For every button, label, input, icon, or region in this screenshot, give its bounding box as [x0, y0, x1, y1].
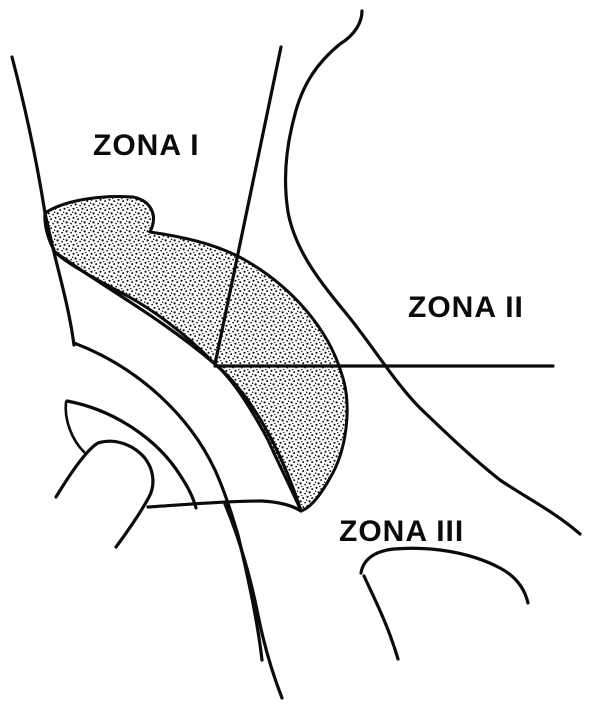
zone-2-label: ZONA II — [408, 291, 524, 324]
trochanter-contour — [56, 441, 153, 547]
lower-ischium-tail — [364, 576, 398, 659]
neck-arc-3 — [66, 402, 84, 452]
zone-1-label: ZONA I — [93, 129, 200, 162]
shaded-region — [45, 197, 347, 511]
lower-ischium-contour — [361, 548, 528, 603]
left-outer-contour — [12, 57, 74, 345]
shaft-line — [225, 504, 282, 698]
zone-3-label: ZONA III — [339, 515, 464, 548]
